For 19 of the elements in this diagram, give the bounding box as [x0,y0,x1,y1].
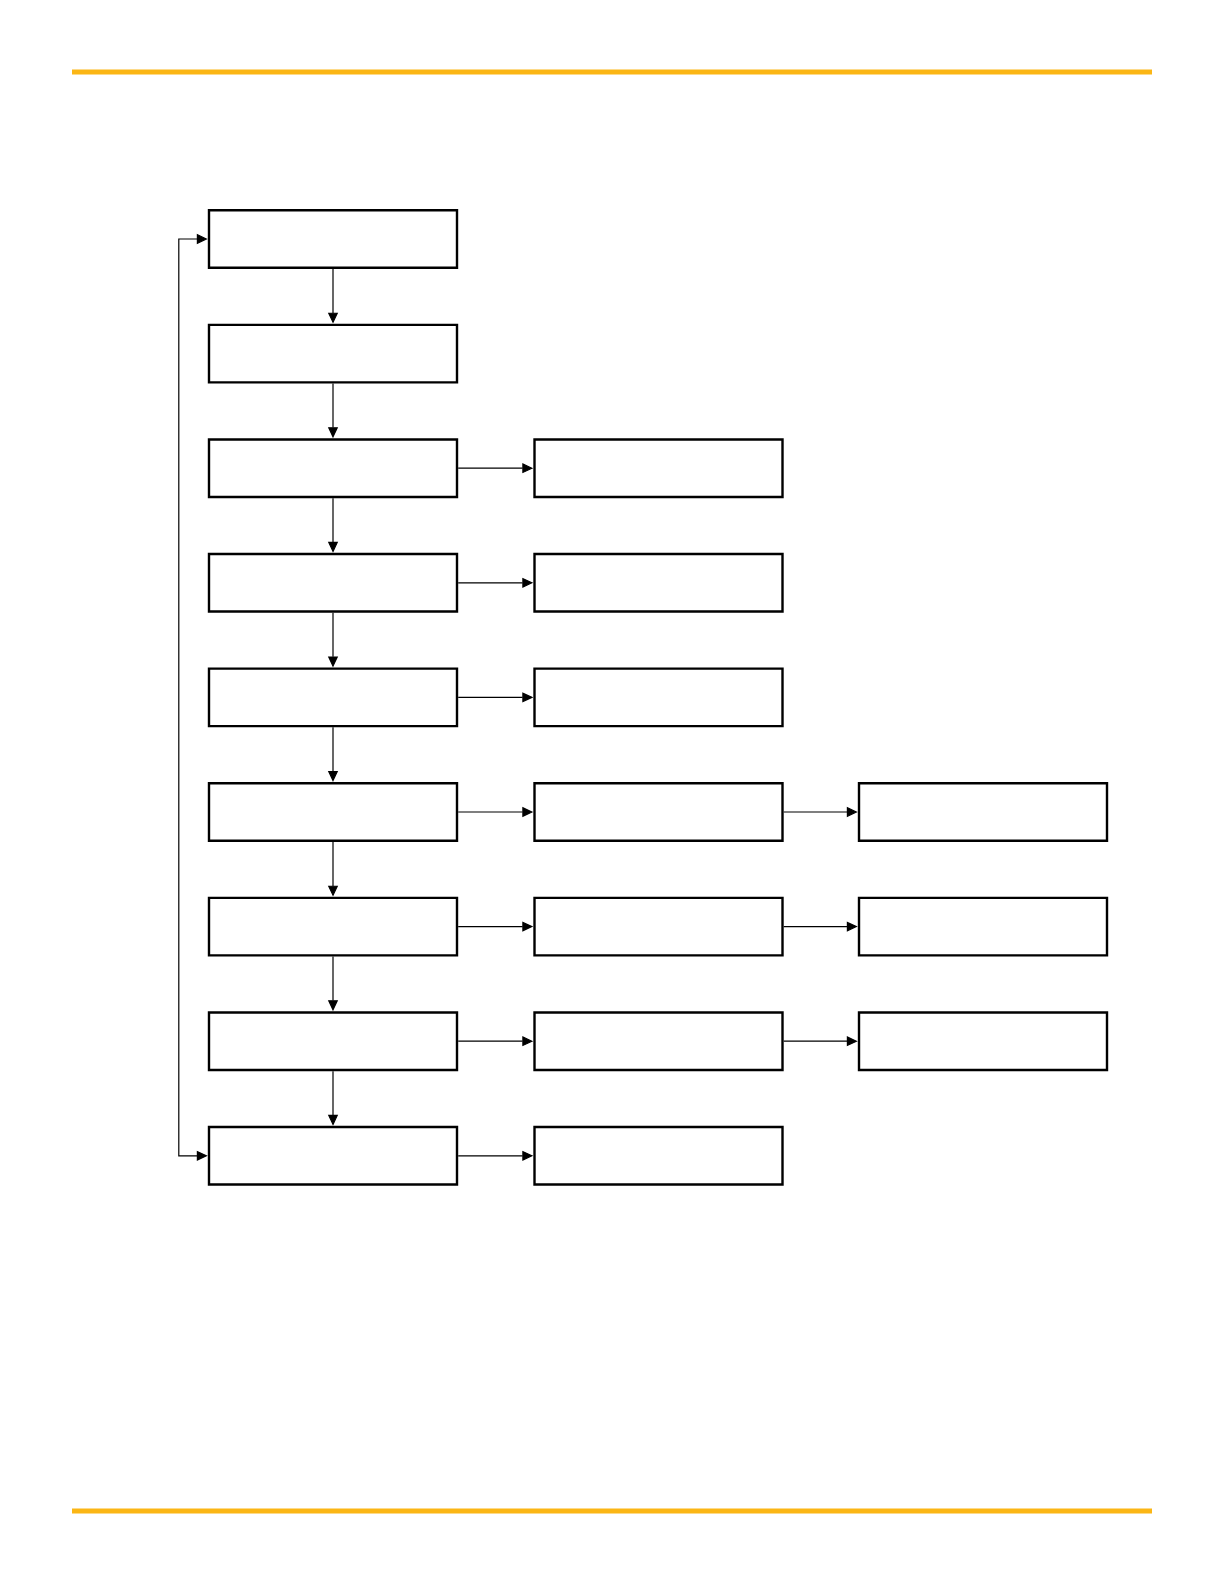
process-box [533,667,784,728]
process-box [207,438,459,499]
process-box [857,1011,1109,1072]
process-box [207,782,459,842]
process-box [207,667,459,728]
process-box [857,782,1109,842]
process-box [533,1125,784,1186]
process-box [533,552,784,613]
process-box [533,896,784,957]
process-box [533,1011,784,1072]
process-box [533,782,784,842]
process-box [207,323,459,384]
process-box [857,896,1109,957]
process-box [207,552,459,613]
process-box [533,438,784,499]
process-box [207,1011,459,1072]
process-box [207,1125,459,1186]
process-box [207,209,459,269]
process-box [207,896,459,957]
